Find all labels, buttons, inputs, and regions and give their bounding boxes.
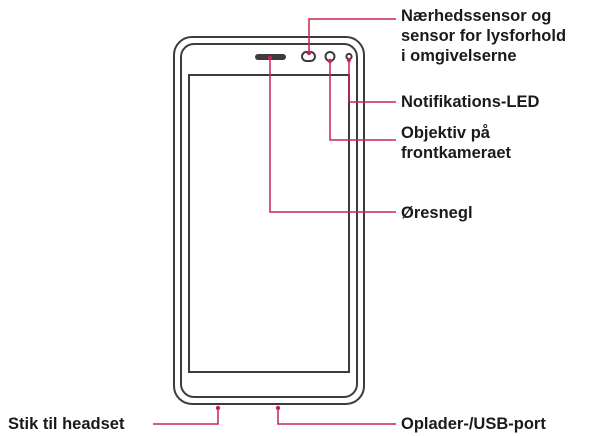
label-line: Nærhedssensor og <box>401 7 552 25</box>
label-proximity-light-sensor: Nærhedssensor og sensor for lysforhold i… <box>401 6 566 66</box>
label-charger-usb-port: Oplader-/USB-port <box>401 414 546 434</box>
label-line: sensor for lysforhold <box>401 27 567 45</box>
label-line: Stik til headset <box>8 415 125 433</box>
phone-body-outer <box>173 36 365 405</box>
callout-dots <box>215 50 352 411</box>
callout-sensor-line <box>308 18 396 53</box>
callout-led-dot <box>346 57 352 63</box>
callout-headset-dot <box>215 405 221 411</box>
label-line: Øresnegl <box>401 204 473 222</box>
callout-camera-dot <box>327 58 333 64</box>
label-notification-led: Notifikations-LED <box>401 92 539 112</box>
callout-led-line <box>348 60 396 103</box>
phone-screen <box>188 74 350 373</box>
label-line: Notifikations-LED <box>401 93 540 111</box>
label-line: frontkameraet <box>401 144 512 162</box>
label-earpiece: Øresnegl <box>401 203 473 223</box>
phone-body-inner <box>180 43 358 398</box>
label-line: i omgivelserne <box>401 47 517 65</box>
label-line: Objektiv på <box>401 124 490 142</box>
callout-camera-line <box>329 61 396 141</box>
label-headset-jack: Stik til headset <box>8 414 124 434</box>
callout-headset-line <box>153 408 219 425</box>
callout-lines <box>153 18 396 425</box>
phone-outline <box>173 36 365 405</box>
callout-usb-dot <box>275 405 281 411</box>
callout-sensor-dot <box>306 50 312 56</box>
label-line: Oplader-/USB-port <box>401 415 546 433</box>
label-front-camera-lens: Objektiv på frontkameraet <box>401 123 511 163</box>
callout-earpiece-dot <box>267 55 273 61</box>
callout-earpiece-line <box>269 58 396 213</box>
callout-usb-line <box>277 408 396 425</box>
